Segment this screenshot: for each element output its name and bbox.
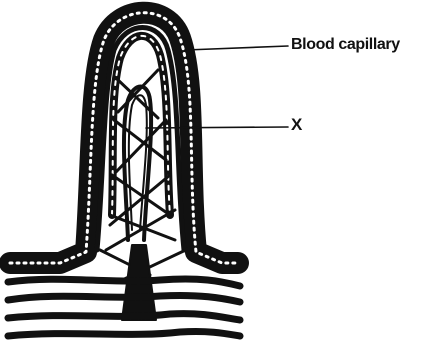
label-x: X <box>291 115 302 135</box>
leader-line-blood-capillary <box>186 46 288 50</box>
leader-line-x <box>146 127 288 128</box>
label-blood-capillary: Blood capillary <box>291 36 400 54</box>
